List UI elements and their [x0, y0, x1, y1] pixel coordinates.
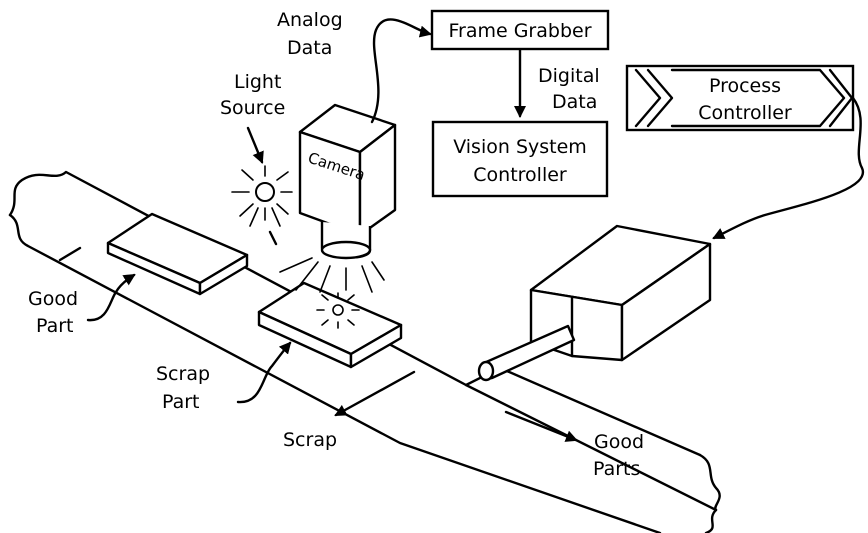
process-controller-connector	[712, 96, 865, 240]
good-parts-label-1: Good	[594, 431, 644, 453]
light-source-label-1: Light	[234, 71, 281, 93]
process-controller-box: Process Controller	[625, 64, 855, 132]
scrap-part-pointer	[236, 341, 292, 404]
good-parts-label-2: Parts	[593, 458, 640, 480]
good-part-label-1: Good	[28, 288, 78, 310]
vision-system-label-1: Vision System	[453, 136, 587, 158]
camera: Camera	[298, 103, 397, 260]
good-part-label-2: Part	[36, 315, 74, 337]
scrap-flow-arrow	[334, 370, 416, 417]
frame-grabber-box: Frame Grabber	[430, 9, 610, 51]
scrap-part-label-2: Part	[162, 391, 200, 413]
good-part-block	[106, 212, 249, 296]
analog-data-label-2: Data	[287, 37, 332, 59]
good-parts-flow-arrow	[504, 410, 578, 442]
process-controller-label-2: Controller	[698, 102, 792, 124]
analog-data-label-1: Analog	[277, 9, 343, 31]
analog-data-connector	[370, 18, 432, 124]
scrap-part-block	[257, 281, 403, 369]
light-source-label-2: Source	[220, 97, 285, 119]
scrap-part-label-1: Scrap	[156, 363, 210, 385]
reject-actuator	[477, 224, 712, 382]
light-source-pointer	[246, 126, 264, 164]
light-source-icon	[231, 165, 293, 246]
digital-data-label-2: Data	[552, 91, 597, 113]
camera-view-rays	[279, 257, 385, 293]
vision-system-label-2: Controller	[473, 164, 567, 186]
process-controller-label-1: Process	[709, 75, 781, 97]
scrap-label: Scrap	[283, 429, 337, 451]
frame-grabber-label: Frame Grabber	[448, 20, 591, 42]
vision-system-controller-box: Vision System Controller	[431, 120, 609, 198]
good-part-pointer	[86, 273, 136, 322]
digital-data-label-1: Digital	[538, 65, 600, 87]
